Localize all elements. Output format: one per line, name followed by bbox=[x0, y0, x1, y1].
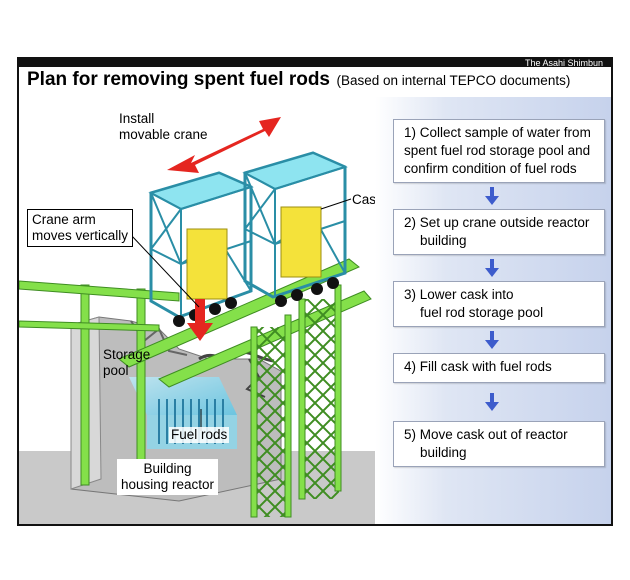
label-storage-pool: Storage pool bbox=[103, 347, 151, 378]
vertical-move-arrow bbox=[187, 299, 213, 341]
label-install-crane: Install movable crane bbox=[119, 111, 208, 142]
page-title: Plan for removing spent fuel rods bbox=[27, 69, 330, 90]
step-5: 5) Move cask out of reactor building bbox=[393, 421, 605, 467]
step-2: 2) Set up crane outside reactor building bbox=[393, 209, 605, 255]
top-bar: The Asahi Shimbun bbox=[19, 58, 611, 68]
step-3: 3) Lower cask into fuel rod storage pool bbox=[393, 281, 605, 327]
step-1: 1) Collect sample of water from spent fu… bbox=[393, 119, 605, 183]
steps-panel: 1) Collect sample of water from spent fu… bbox=[375, 97, 611, 524]
page-subtitle: (Based on internal TEPCO documents) bbox=[336, 73, 571, 88]
credit-text: The Asahi Shimbun bbox=[524, 58, 603, 68]
crane-move-arrow bbox=[167, 117, 281, 173]
label-crane-arm: Crane arm moves vertically bbox=[27, 209, 134, 247]
label-fuel-rods: Fuel rods bbox=[169, 427, 230, 443]
infographic-frame: The Asahi Shimbun bbox=[17, 57, 613, 526]
title-row: Plan for removing spent fuel rods (Based… bbox=[27, 69, 570, 91]
support-towers bbox=[250, 284, 342, 518]
crane-frame-2 bbox=[242, 151, 348, 307]
label-building: Building housing reactor bbox=[117, 459, 219, 495]
step-4: 4) Fill cask with fuel rods bbox=[393, 353, 605, 383]
crane-frame-1 bbox=[148, 171, 254, 327]
